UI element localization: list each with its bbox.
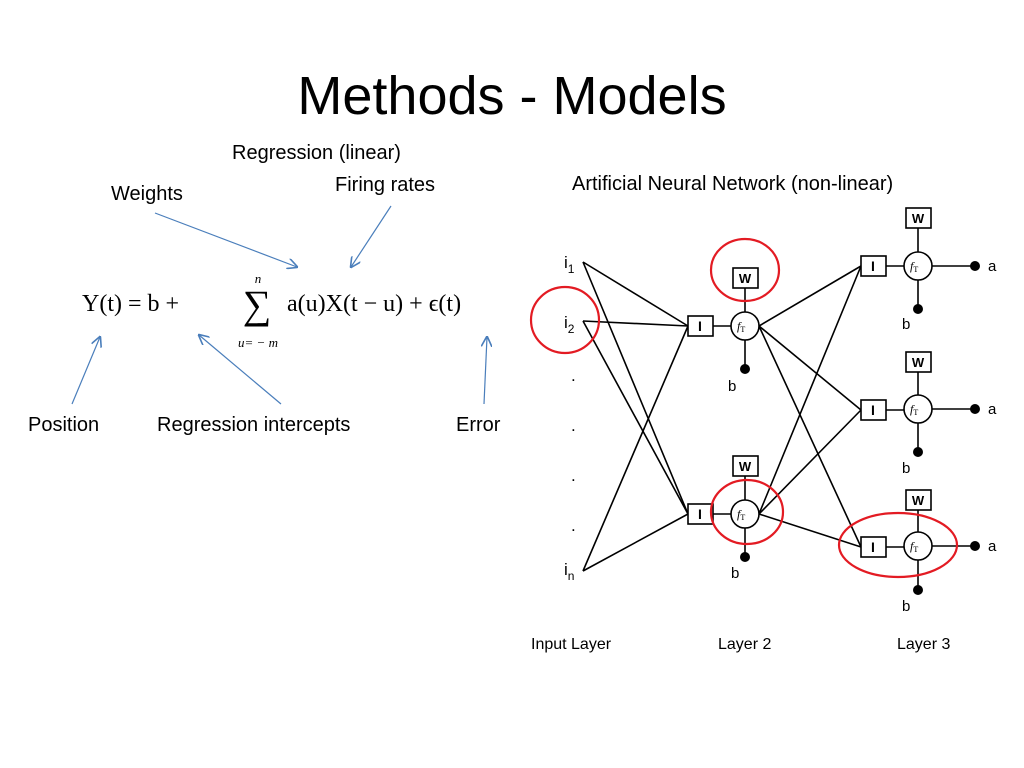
bias-label: b [728,378,736,395]
error-arrow [484,337,487,405]
equation-lhs: Y(t) = b + [82,291,179,317]
sum-symbol: ∑ [243,282,272,327]
weights-label: Weights [111,183,183,205]
connections [582,228,975,590]
ellipsis-dot: . [571,516,576,535]
terminal-dots [740,261,980,595]
input-box-label: I [871,402,875,418]
regression-label: Regression (linear) [232,142,401,164]
activation-label: fT [910,539,918,554]
highlight-circles [529,237,959,579]
input-1-label: i1 [564,253,575,276]
error-label: Error [456,414,501,436]
activation-label: fT [737,319,745,334]
ann-label: Artificial Neural Network (non-linear) [572,173,894,195]
output-label: a [988,258,997,275]
activation-label: fT [910,259,918,274]
bias-label: b [902,598,910,615]
weight-box-label: W [739,459,752,474]
layer-label-2: Layer 2 [718,636,771,653]
position-label: Position [28,414,100,436]
ellipsis-dot: . [571,416,576,435]
neural-network-diagram: i1 i2 in . . . . [529,207,997,653]
input-2-label: i2 [564,313,575,336]
sum-upper-limit: n [255,271,262,286]
regression-equation: Y(t) = b + n ∑ u= − m a(u)X(t − u) + ϵ(t… [82,271,461,350]
weight-boxes [732,207,932,511]
ellipsis-dot: . [571,466,576,485]
highlight-activation [709,478,785,546]
input-box-label: I [871,539,875,555]
layer-label-input: Input Layer [531,636,612,653]
firing-rates-label: Firing rates [335,174,436,196]
input-box-label: I [698,506,702,522]
activation-label: fT [737,507,745,522]
output-label: a [988,538,997,555]
weights-arrow [154,212,297,267]
highlight-output-node [837,511,959,579]
activation-nodes [730,251,933,561]
input-boxes [687,255,887,558]
weight-box-label: W [912,493,925,508]
bias-label: b [731,565,739,582]
weight-box-label: W [739,271,752,286]
input-n-label: in [564,560,574,583]
position-arrow [71,337,100,405]
activation-label: fT [910,402,918,417]
firing-rates-arrow [351,205,392,267]
intercepts-label: Regression intercepts [157,414,351,436]
highlight-weight [709,237,781,303]
equation-body: a(u)X(t − u) + ϵ(t) [287,291,461,317]
bias-label: b [902,316,910,333]
input-box-label: I [698,318,702,334]
bias-label: b [902,460,910,477]
annotation-arrows [71,205,487,405]
input-box-label: I [871,258,875,274]
layer-label-3: Layer 3 [897,636,950,653]
slide-title: Methods - Models [297,66,727,126]
ellipsis-dot: . [571,366,576,385]
output-label: a [988,401,997,418]
sum-lower-limit: u= − m [238,335,278,350]
intercepts-arrow [199,335,282,405]
highlight-input [529,285,601,355]
weight-box-label: W [912,211,925,226]
weight-box-label: W [912,355,925,370]
